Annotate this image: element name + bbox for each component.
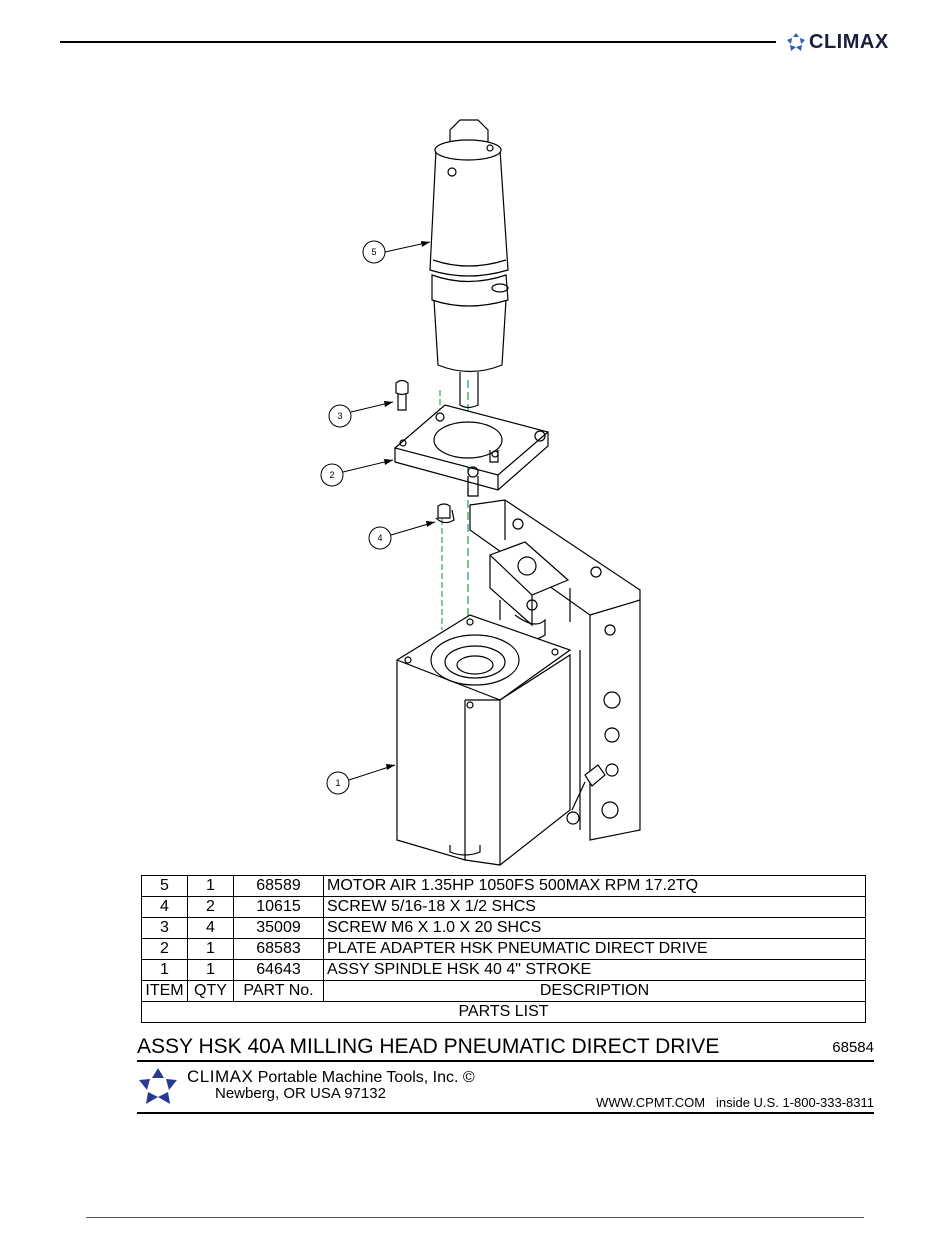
table-row: 3 4 35009 SCREW M6 X 1.0 X 20 SHCS (141, 917, 866, 939)
contact-line: WWW.CPMT.COM inside U.S. 1-800-333-8311 (596, 1095, 874, 1110)
header-item: ITEM (141, 980, 188, 1002)
assembly-number: 68584 (832, 1039, 874, 1056)
company-brand: CLIMAX (187, 1067, 254, 1086)
climax-logo-icon (787, 33, 805, 51)
table-row: 5 1 68589 MOTOR AIR 1.35HP 1050FS 500MAX… (141, 875, 866, 897)
company-rest: Portable Machine Tools, Inc. © (253, 1069, 475, 1086)
company-name: CLIMAX Portable Machine Tools, Inc. © (187, 1067, 475, 1087)
company-address: Newberg, OR USA 97132 (215, 1085, 386, 1102)
svg-text:3: 3 (337, 411, 342, 421)
table-row: 2 1 68583 PLATE ADAPTER HSK PNEUMATIC DI… (141, 938, 866, 960)
assembly-drawing: 5 3 2 4 1 (320, 119, 641, 866)
parts-list-caption: PARTS LIST (141, 1001, 866, 1023)
callout-3: 3 (328, 401, 394, 428)
header-description: DESCRIPTION (323, 980, 866, 1002)
climax-star-logo-icon (139, 1068, 177, 1104)
table-caption-row: PARTS LIST (141, 1001, 866, 1023)
header-rule (60, 41, 776, 43)
callout-5: 5 (362, 240, 431, 264)
title-rule (137, 1060, 874, 1062)
callout-2: 2 (320, 459, 394, 487)
brand-name: CLIMAX (809, 30, 889, 53)
table-row: 1 1 64643 ASSY SPINDLE HSK 40 4" STROKE (141, 959, 866, 981)
table-header-row: ITEM QTY PART No. DESCRIPTION (141, 980, 866, 1002)
svg-text:5: 5 (371, 247, 376, 257)
header-part-no: PART No. (233, 980, 324, 1002)
page-bottom-rule (86, 1217, 864, 1218)
callout-4: 4 (368, 521, 436, 550)
svg-text:4: 4 (377, 533, 382, 543)
svg-text:1: 1 (335, 778, 340, 788)
parts-list-table: 5 1 68589 MOTOR AIR 1.35HP 1050FS 500MAX… (141, 875, 866, 1023)
phone-number: inside U.S. 1-800-333-8311 (715, 1095, 874, 1110)
callout-1: 1 (326, 764, 396, 795)
website-link[interactable]: WWW.CPMT.COM (596, 1095, 706, 1110)
header-qty: QTY (187, 980, 234, 1002)
title-block: ASSY HSK 40A MILLING HEAD PNEUMATIC DIRE… (137, 1035, 874, 1059)
svg-text:2: 2 (329, 470, 334, 480)
table-row: 4 2 10615 SCREW 5/16-18 X 1/2 SHCS (141, 896, 866, 918)
assembly-title: ASSY HSK 40A MILLING HEAD PNEUMATIC DIRE… (137, 1035, 720, 1058)
footer-rule (137, 1112, 874, 1114)
header-brand: CLIMAX (786, 29, 921, 55)
